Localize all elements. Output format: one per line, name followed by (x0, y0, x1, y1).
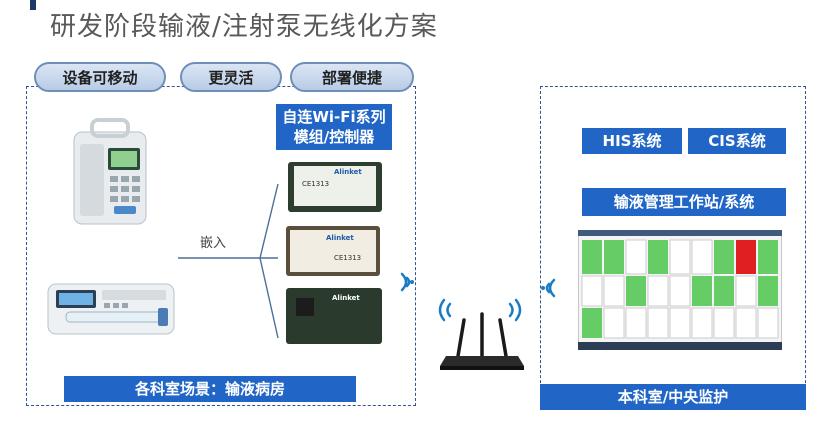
embed-connector-lines (178, 183, 279, 339)
router-icon (438, 298, 524, 370)
module-1-brand: Alinket (334, 168, 362, 176)
module-2-brand: Alinket (326, 234, 354, 242)
syringe-pump-icon (47, 283, 175, 335)
workstation-label: 输液管理工作站/系统 (582, 188, 786, 216)
his-system-label: HIS系统 (582, 128, 682, 154)
module-3-brand: Alinket (332, 294, 360, 302)
page-title: 研发阶段输液/注射泵无线化方案 (50, 12, 438, 42)
module-caption-line1: 自连Wi-Fi系列 (282, 108, 386, 126)
cis-system-label: CIS系统 (688, 128, 786, 154)
title-accent-bar (30, 0, 36, 10)
pill-flexible: 更灵活 (180, 62, 282, 92)
module-caption-line2: 模组/控制器 (293, 128, 375, 146)
module-caption: 自连Wi-Fi系列 模组/控制器 (276, 104, 392, 150)
pill-movable: 设备可移动 (34, 62, 166, 92)
monitor-screen-icon (578, 230, 782, 350)
wifi-module-2: Alinket CE1313 (286, 226, 380, 276)
left-footer-label: 各科室场景：输液病房 (64, 376, 356, 402)
right-footer-label: 本科室/中央监护 (540, 384, 806, 410)
wifi-module-3: Alinket (286, 288, 382, 344)
wifi-icon (400, 272, 414, 292)
wifi-module-1: Alinket CE1313 (288, 162, 382, 212)
module-1-id: CE1313 (302, 180, 330, 188)
pill-easy-deploy: 部署便捷 (290, 62, 414, 92)
infusion-pump-icon (73, 118, 147, 225)
wifi-icon-right (541, 278, 556, 298)
embed-label: 嵌入 (200, 236, 227, 251)
module-2-id: CE1313 (334, 254, 362, 262)
